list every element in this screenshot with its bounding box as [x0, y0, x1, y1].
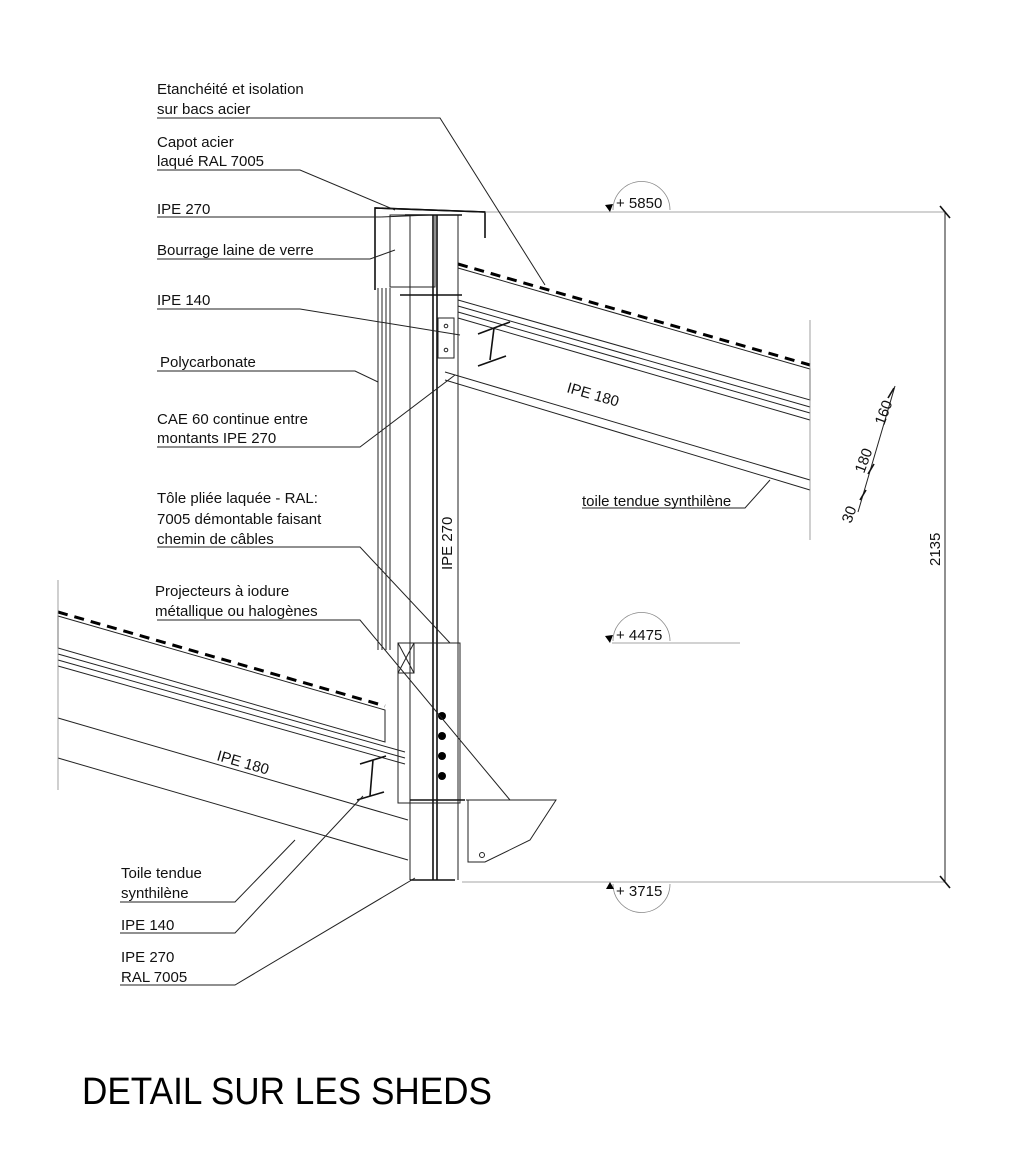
label-tole-line2: 7005 démontable faisant	[157, 511, 322, 528]
label-ipe270-bottom-line2: RAL 7005	[121, 969, 187, 986]
label-ipe140-top: IPE 140	[157, 292, 210, 309]
dimension-lines	[462, 181, 951, 913]
label-toile-line1: Toile tendue	[121, 865, 202, 882]
level-texts: + 5850 + 4475 + 3715 2135 160 180 30	[616, 195, 944, 900]
label-ipe270-column: IPE 270	[439, 517, 456, 570]
dimension-30: 30	[839, 504, 861, 525]
label-tole-line3: chemin de câbles	[157, 531, 274, 548]
lower-roof-slope	[57, 580, 409, 861]
label-cae-line1: CAE 60 continue entre	[157, 411, 308, 428]
label-projecteurs-line1: Projecteurs à iodure	[155, 583, 289, 600]
level-bottom: + 3715	[616, 883, 662, 900]
label-bourrage: Bourrage laine de verre	[157, 242, 314, 259]
label-ipe140-bottom: IPE 140	[121, 917, 174, 934]
label-capot-line2: laqué RAL 7005	[157, 153, 264, 170]
label-ipe270-bottom-line1: IPE 270	[121, 949, 174, 966]
labels: Etanchéité et isolation sur bacs acier C…	[121, 81, 731, 986]
label-ipe270-top: IPE 270	[157, 201, 210, 218]
dimension-180: 180	[852, 446, 877, 475]
dimension-160: 160	[872, 398, 897, 427]
label-cae-line2: montants IPE 270	[157, 430, 276, 447]
level-top: + 5850	[616, 195, 662, 212]
label-toile-line2: synthilène	[121, 885, 189, 902]
label-etancheite-line1: Etanchéité et isolation	[157, 81, 304, 98]
vertical-wall	[356, 207, 557, 881]
label-tole-line1: Tôle pliée laquée - RAL:	[157, 490, 318, 507]
label-ipe180-right: IPE 180	[565, 380, 621, 411]
level-middle: + 4475	[616, 627, 662, 644]
label-capot-line1: Capot acier	[157, 134, 234, 151]
bolt-dots	[438, 712, 446, 780]
label-toile-right: toile tendue synthilène	[582, 493, 731, 510]
leader-lines	[120, 117, 771, 986]
drawing-title: DETAIL SUR LES SHEDS	[82, 1071, 492, 1113]
label-polycarbonate: Polycarbonate	[160, 354, 256, 371]
label-projecteurs-line2: métallique ou halogènes	[155, 603, 318, 620]
dimension-total: 2135	[927, 533, 944, 566]
label-etancheite-line2: sur bacs acier	[157, 101, 250, 118]
label-ipe180-left: IPE 180	[215, 748, 271, 779]
